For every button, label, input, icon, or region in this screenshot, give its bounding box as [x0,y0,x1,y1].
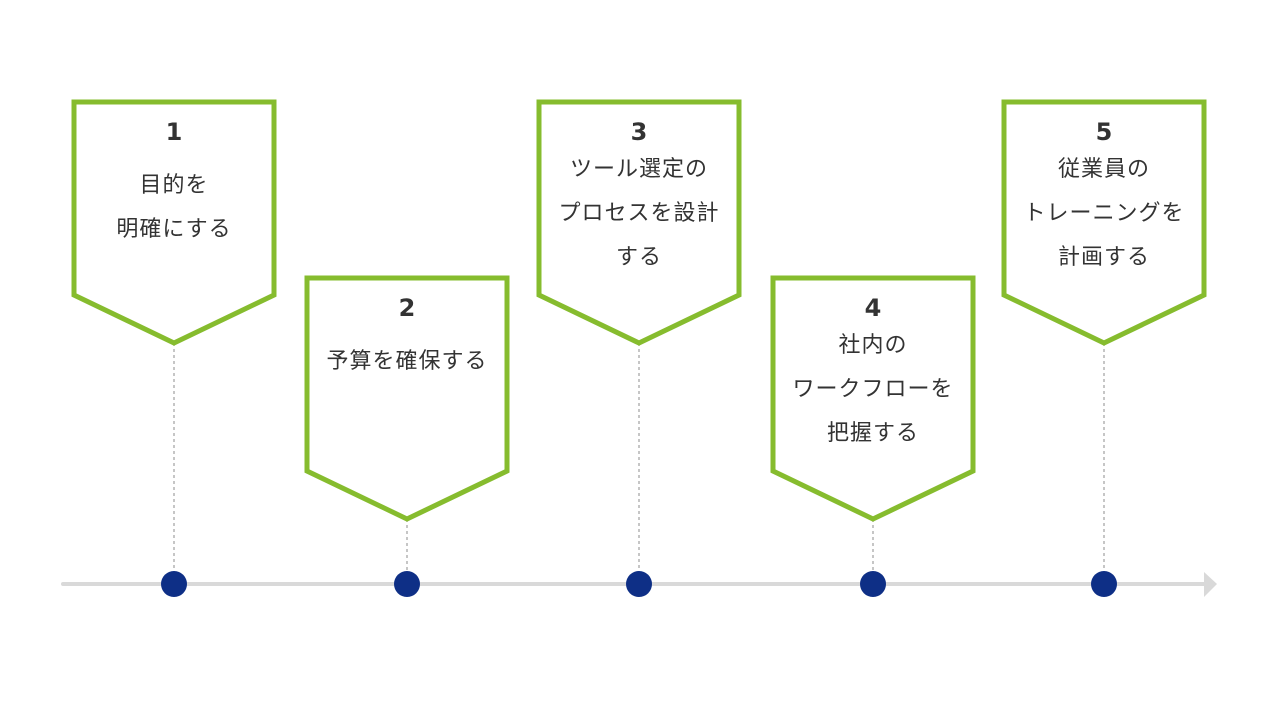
step-5-number: 5 [1095,118,1113,146]
step-1-number: 1 [165,118,183,146]
step-3-number: 3 [630,118,648,146]
step-2-label: 2 予算を確保する [307,294,507,384]
step-2-milestone-dot [394,571,420,597]
timeline-arrowhead-icon [1204,572,1217,597]
step-1-callout [71,99,277,346]
step-3-milestone-dot [626,571,652,597]
step-4-number: 4 [864,294,882,322]
step-3-label: 3 ツール選定の プロセスを設計 する [539,118,739,280]
step-4-label: 4 社内の ワークフローを 把握する [773,294,973,456]
step-1-label: 1 目的を 明確にする [74,118,274,252]
step-1-text: 目的を 明確にする [116,173,232,242]
step-2-text: 予算を確保する [326,349,488,374]
step-2-callout [304,275,510,522]
step-1-milestone-dot [161,571,187,597]
step-5-callout [1001,99,1207,346]
step-2-number: 2 [398,294,416,322]
step-4-milestone-dot [860,571,886,597]
step-5-milestone-dot [1091,571,1117,597]
step-3-text: ツール選定の プロセスを設計 する [558,157,720,270]
step-5-label: 5 従業員の トレーニングを 計画する [1004,118,1204,280]
step-4-callout [770,275,976,522]
step-3-callout [536,99,742,346]
step-4-text: 社内の ワークフローを 把握する [792,333,954,446]
step-5-text: 従業員の トレーニングを 計画する [1023,157,1185,270]
